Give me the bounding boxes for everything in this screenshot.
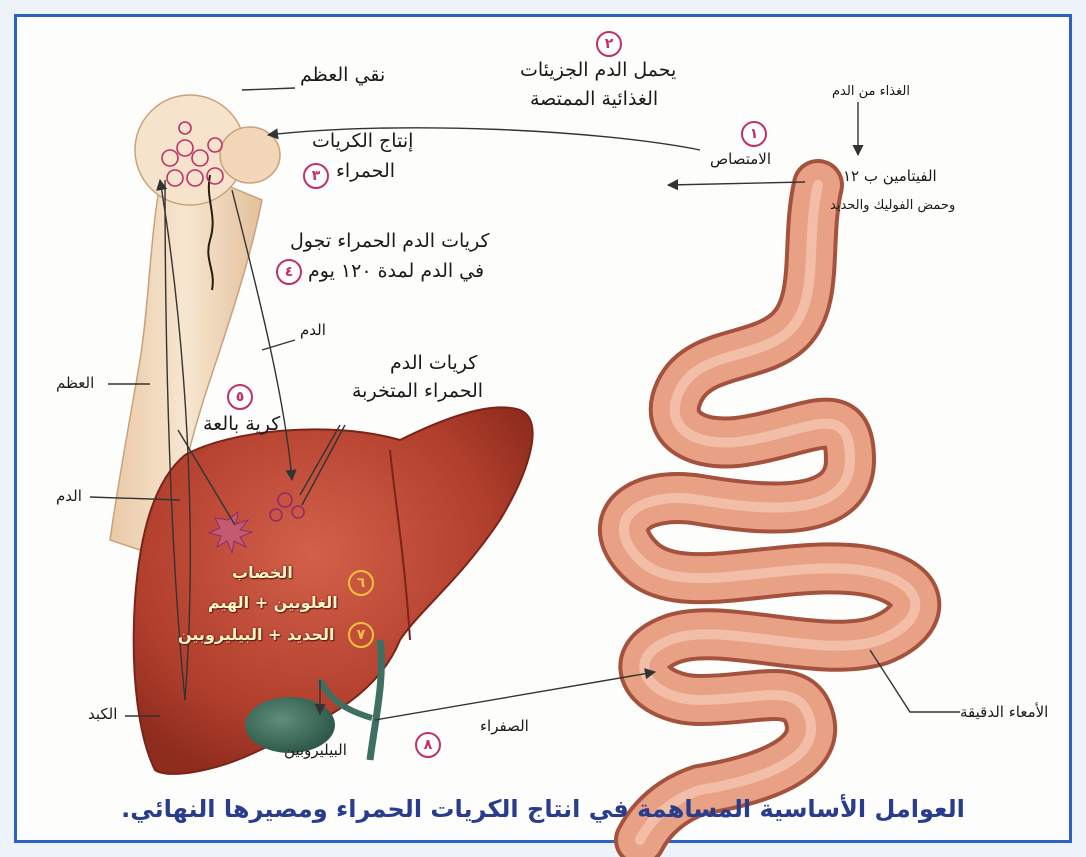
label-rbc-circulate: كريات الدم الحمراء تجول [290,230,490,254]
label-bone-marrow: نقي العظم [300,64,385,88]
label-blood-top: الدم [300,321,326,340]
label-bilirubin: البيليروبين [284,741,347,760]
label-phagocyte: كرية بالعة [203,413,280,437]
step-8-badge: ٨ [415,732,441,758]
label-degenerate-rbc-2: الحمراء المتخربة [352,380,483,404]
label-liver: الكبد [88,705,117,724]
intestine-illustration [624,185,915,840]
label-blood-left: الدم [56,487,82,506]
label-vitamin: الفيتامين ب ١٢ [843,167,937,186]
label-absorption: الامتصاص [710,150,771,169]
figure-caption: العوامل الأساسية المساهمة في انتاج الكري… [0,795,1086,823]
step-1-badge: ١ [741,121,767,147]
label-rbc-production-2: الحمراء [336,160,395,184]
liver-text-hemoglobin: الخضاب [232,563,293,582]
label-folic-iron: وحمض الفوليك والحديد [830,198,955,214]
label-small-intestine: الأمعاء الدقيقة [960,703,1048,722]
step-3-badge: ٣ [303,163,329,189]
label-blood-carries: يحمل الدم الجزيئات [520,59,676,83]
liver-text-globin-heme: الغلوبين + الهيم [208,593,338,612]
label-rbc-production: إنتاج الكريات [312,130,413,154]
liver-text-iron-bilirubin: الحديد + البيليروبين [178,625,335,644]
step-7-badge: ٧ [348,622,374,648]
label-degenerate-rbc: كريات الدم [390,352,477,376]
label-bone: العظم [56,374,94,393]
step-2-badge: ٢ [596,31,622,57]
step-5-badge: ٥ [227,384,253,410]
label-blood-carries-2: الغذائية الممتصة [530,88,658,112]
label-bile: الصفراء [480,717,529,736]
step-6-badge: ٦ [348,570,374,596]
liver-illustration [134,407,533,774]
label-food-from-blood: الغذاء من الدم [832,84,910,100]
step-4-badge: ٤ [276,259,302,285]
label-rbc-circulate-2: في الدم لمدة ١٢٠ يوم [308,260,484,284]
